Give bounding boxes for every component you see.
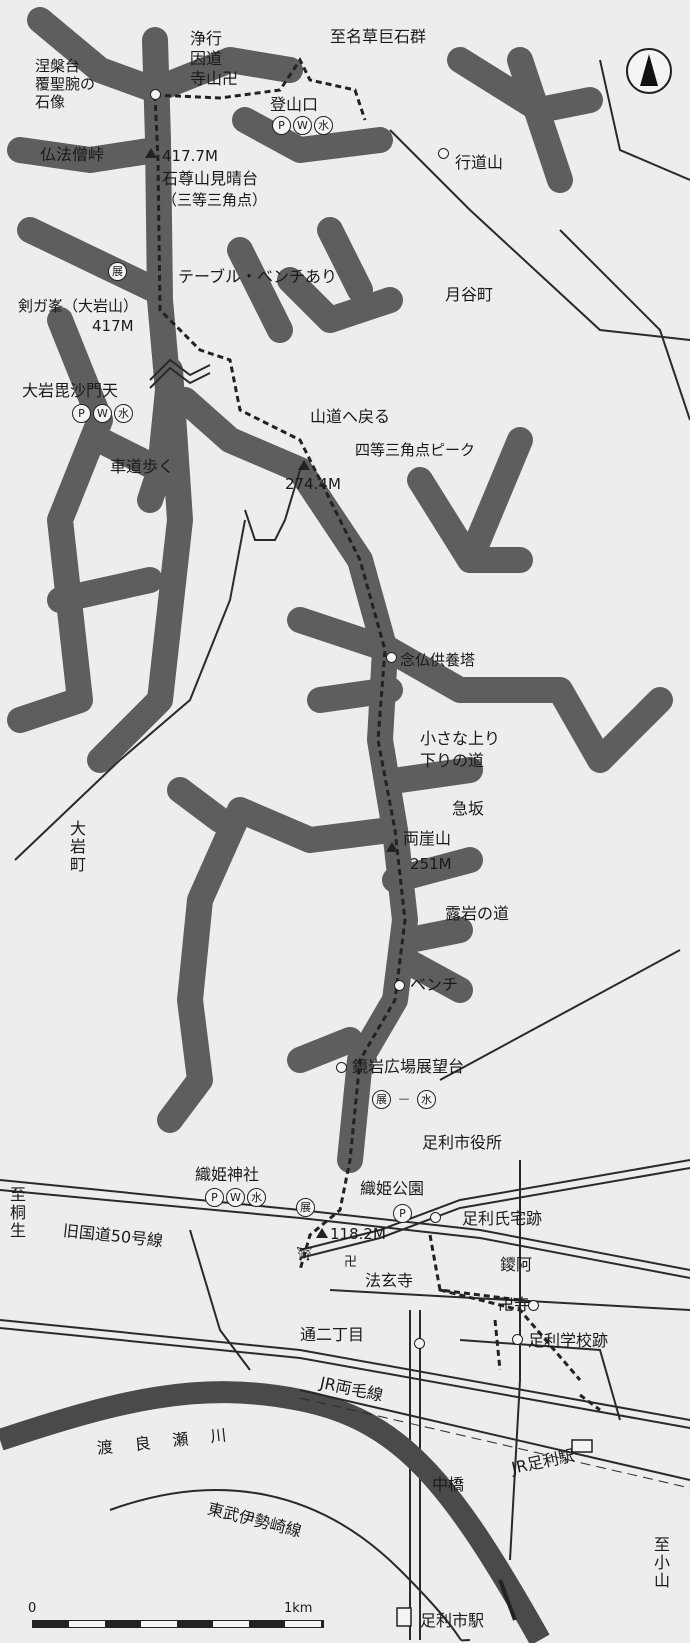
summit-triangle-icon — [145, 148, 157, 158]
north-arrow-icon — [626, 48, 672, 94]
trail-route — [153, 57, 601, 1412]
point-circle-icon — [150, 89, 161, 100]
label-tenbodai: 鏡岩広場展望台 — [352, 1057, 465, 1076]
label-gyodosan: 行道山 — [455, 153, 504, 172]
label-tozanguchi: 登山口 — [270, 95, 319, 114]
water-icon: 水 — [114, 404, 133, 423]
water-icon: 水 — [314, 116, 333, 135]
badge-bishamon: P W 水 — [72, 404, 133, 423]
label-bench: ベンチ — [410, 975, 459, 994]
label-to-nagusa: 至名草巨石群 — [330, 27, 427, 46]
label-alt-274: 274.4M — [285, 475, 341, 493]
label-chiisana-2: 下りの道 — [420, 751, 485, 770]
label-hogenji: 法玄寺 — [365, 1271, 414, 1290]
label-orihime-jinja: 織姫神社 — [195, 1165, 260, 1184]
parking-icon: P — [205, 1188, 224, 1207]
tobu-station-icon — [396, 1607, 412, 1627]
label-kengamine: 剣ガ峯（大岩山） — [18, 297, 139, 315]
point-circle-icon — [512, 1334, 523, 1345]
summit-triangle-icon — [298, 460, 310, 470]
label-kyuzaka: 急坂 — [452, 799, 485, 818]
label-alt-417: 417M — [92, 317, 134, 335]
toilet-icon: W — [226, 1188, 245, 1207]
badge-view-kengamine: 展 — [108, 262, 127, 281]
label-tori-2: 通二丁目 — [300, 1325, 365, 1344]
label-banna: 鑁阿 — [500, 1255, 533, 1274]
label-rogan-michi: 露岩の道 — [445, 904, 510, 923]
view-icon: 展 — [296, 1198, 315, 1217]
scale-bar — [32, 1620, 324, 1628]
label-nenbutsu: 念仏供養塔 — [400, 651, 476, 669]
badge-orihime-jinja: P W 水 — [205, 1188, 266, 1207]
water-icon: 水 — [247, 1188, 266, 1207]
temple-icon: 卍 — [344, 1255, 358, 1270]
label-tobu-ashikaga-station: 足利市駅 — [420, 1611, 485, 1630]
point-circle-icon — [394, 980, 405, 991]
label-to-oyama: 至小山 — [651, 1536, 670, 1590]
label-gakko: 足利学校跡 — [528, 1331, 609, 1350]
label-nehan-2: 覆聖腕の — [35, 75, 96, 93]
summit-triangle-icon — [386, 842, 398, 852]
label-alt-251: 251M — [410, 855, 452, 873]
label-sekisonzan: 石尊山見晴台 — [162, 169, 259, 188]
jr-line-track — [299, 1389, 690, 1481]
label-tsukiya: 月谷町 — [445, 285, 494, 304]
label-ryogaisan: 両崖山 — [403, 829, 452, 848]
ridge-lines — [7, 7, 673, 1173]
badge-parking-koen: P — [393, 1204, 412, 1223]
toilet-icon: W — [93, 404, 112, 423]
point-circle-icon — [430, 1212, 441, 1223]
point-circle-icon — [336, 1062, 347, 1073]
label-joko: 浄行 — [190, 29, 223, 48]
water-icon: 水 — [417, 1090, 436, 1109]
scale-zero: 0 — [28, 1601, 37, 1616]
parking-icon: P — [72, 404, 91, 423]
toilet-icon: W — [293, 116, 312, 135]
label-teraya: 寺山卍 — [190, 69, 239, 88]
jr-line-ties — [299, 1397, 690, 1489]
point-circle-icon — [528, 1300, 539, 1311]
label-bannaji: 卍寺 — [498, 1295, 531, 1314]
tobu-line-track — [109, 1489, 471, 1642]
badge-tozanguchi: P W 水 — [272, 116, 333, 135]
label-oiwa-bishamon: 大岩毘沙門天 — [22, 381, 119, 400]
parking-icon: P — [272, 116, 291, 135]
label-to-kiryu: 至桐生 — [7, 1186, 26, 1240]
view-icon: 展 — [108, 262, 127, 281]
jr-station-icon — [571, 1439, 593, 1453]
road-lines — [0, 59, 690, 1640]
label-shado: 車道歩く — [110, 457, 175, 476]
view-icon: 展 — [372, 1090, 391, 1109]
label-yonto: 四等三角点ピーク — [355, 441, 476, 459]
label-indo: 因道 — [190, 49, 223, 68]
point-circle-icon — [438, 148, 449, 159]
point-circle-icon — [414, 1338, 425, 1349]
label-orihime-koen: 織姫公園 — [360, 1179, 425, 1198]
point-circle-icon — [386, 652, 397, 663]
label-shiyakusho: 足利市役所 — [422, 1133, 503, 1152]
label-nehan-1: 涅槃台 — [35, 57, 81, 75]
badge-tenbodai: 展 — 水 — [372, 1090, 436, 1109]
label-oiwa-town: 大岩町 — [67, 820, 86, 874]
chevron-down-icon — [498, 1579, 517, 1621]
label-sando-modoru: 山道へ戻る — [310, 407, 391, 426]
label-chiisana-1: 小さな上り — [420, 729, 501, 748]
scale-one-km: 1km — [284, 1601, 313, 1616]
summit-triangle-icon — [316, 1228, 328, 1238]
label-nehan-3: 石像 — [35, 93, 66, 111]
parking-icon: P — [393, 1204, 412, 1223]
label-ashikaga-taku: 足利氏宅跡 — [462, 1209, 543, 1228]
label-alt-417-7: 417.7M — [162, 147, 218, 165]
label-alt-118: 118.2M — [330, 1225, 386, 1243]
label-nakabashi: 中橋 — [432, 1475, 465, 1494]
watarase-river — [0, 1381, 550, 1643]
shrine-icon: ⛩ — [296, 1247, 313, 1262]
label-santo: （三等三角点） — [162, 191, 268, 209]
label-bupposhin: 仏法僧峠 — [40, 145, 105, 164]
label-table-bench: テーブル・ベンチあり — [178, 267, 338, 286]
badge-view-orihime: 展 — [296, 1198, 315, 1217]
